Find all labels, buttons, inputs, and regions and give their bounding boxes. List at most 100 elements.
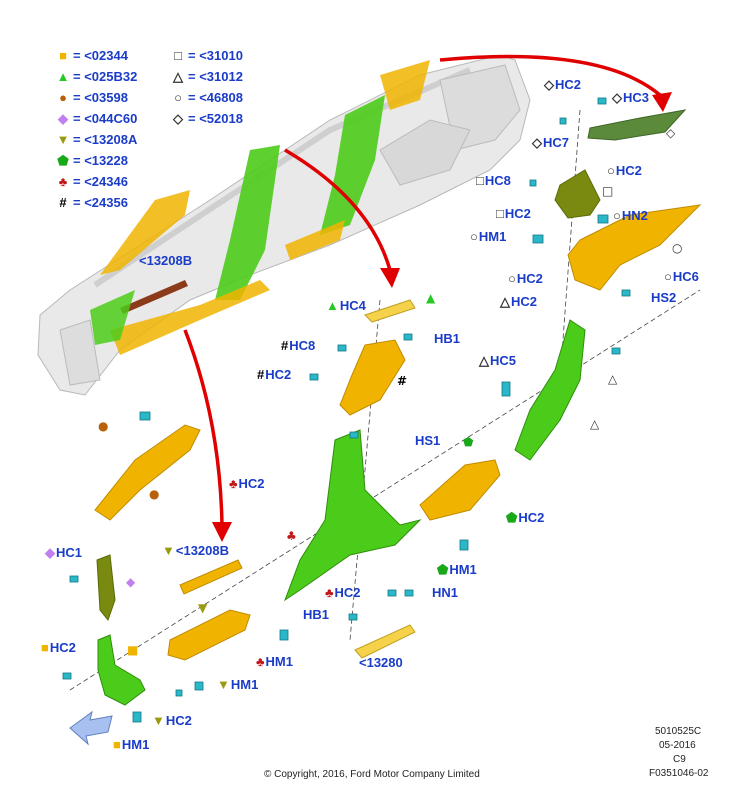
callout-text: HM1 [121, 737, 150, 752]
legend-eq: = [73, 90, 81, 105]
callout-text: HC1 [56, 545, 83, 560]
triangle-outline-icon: △ [479, 353, 489, 368]
svg-text:■: ■ [127, 643, 138, 657]
callout-hc6: ○HC6 [664, 269, 699, 284]
svg-text:□: □ [602, 184, 613, 198]
callout-text: <13208B [175, 543, 230, 558]
club-red-icon: ♣ [325, 585, 334, 600]
copyright-text: © Copyright, 2016, Ford Motor Company Li… [264, 769, 480, 780]
callout-text: HC6 [672, 269, 699, 284]
part-a-pillar-lower-olive [96, 554, 116, 622]
legend-row: ● = <03598 [56, 90, 128, 106]
legend-row: ▲= <025B32 [56, 69, 138, 85]
callout-text: HC2 [615, 163, 642, 178]
callout-hc2-circle-lower: ○HC2 [508, 271, 543, 286]
legend-right: □= <31010 △= <31012 ○= <46808 ◇= <52018 [171, 48, 281, 138]
callout-text: HN1 [432, 585, 459, 600]
legend-row: ○= <46808 [171, 90, 243, 106]
callout-hc3: ◇HC3 [612, 90, 649, 105]
red-arrowheads [212, 92, 672, 542]
diamond-purple-icon: ◆ [45, 545, 55, 560]
callout-text: HC2 [518, 510, 545, 525]
callout-hm1-club: ♣HM1 [256, 654, 293, 669]
circle-outline-icon: ○ [664, 269, 672, 284]
callout-hm1-pentagon: ⬟HM1 [437, 562, 477, 577]
hash-icon: # [281, 338, 289, 353]
club-red-icon: ♣ [229, 476, 238, 491]
callout-13208b-body: <13208B [138, 253, 192, 268]
doc-number: 5010525C [655, 726, 702, 737]
callout-text: HB1 [303, 607, 330, 622]
legend-code: <46808 [199, 90, 243, 105]
legend-row: □= <31010 [171, 48, 243, 64]
callout-hs2: HS2 [650, 290, 676, 305]
triangle-green-icon: ▲ [56, 69, 70, 84]
legend-row: ■= <02344 [56, 48, 128, 64]
part-c-pillar-green [514, 319, 586, 461]
direction-arrow [69, 710, 113, 746]
callout-hb1-lower: HB1 [302, 607, 329, 622]
legend-code: <03598 [84, 90, 128, 105]
square-outline-icon: □ [496, 206, 504, 221]
body-highlight-parts [90, 60, 430, 355]
part-b-pillar-upper-yellow [339, 339, 406, 416]
svg-text:●: ● [149, 487, 159, 501]
part-a-pillar-lower-green [97, 634, 146, 706]
legend-eq: = [73, 153, 81, 168]
doc-revision: C9 [673, 754, 686, 765]
legend-eq: = [188, 48, 196, 63]
circle-outline-icon: ○ [508, 271, 516, 286]
legend-code: <31012 [199, 69, 243, 84]
club-red-icon: ♣ [256, 654, 265, 669]
svg-text:▲: ▲ [426, 291, 436, 305]
legend-code: <24356 [84, 195, 128, 210]
callout-hc2-square: □HC2 [496, 206, 531, 221]
callout-13208b-triangle: ▼<13208B [162, 543, 229, 558]
callout-text: HM1 [449, 562, 477, 577]
callout-hc2-triangle: △HC2 [500, 294, 537, 309]
callout-text: HC2 [511, 294, 538, 309]
part-13208b-strip-yellow [179, 559, 243, 595]
part-rear-quarter-upper-dark-green [587, 109, 687, 141]
callout-text: HS2 [651, 290, 677, 305]
legend-row: ◇= <52018 [171, 111, 243, 127]
part-sill-trim-small-yellow [354, 624, 416, 659]
callout-hc2-pentagon: ⬟HC2 [506, 510, 544, 525]
callout-hb1-upper: HB1 [433, 331, 460, 346]
legend-eq: = [188, 69, 196, 84]
part-a-pillar-upper-yellow [94, 424, 201, 521]
callout-hc2-circle-upper: ○HC2 [607, 163, 642, 178]
legend-row: △= <31012 [171, 69, 243, 85]
callout-hn1: HN1 [431, 585, 458, 600]
legend-row: ◆= <044C60 [56, 111, 137, 127]
svg-text:♣: ♣ [286, 529, 297, 543]
callout-hs1: HS1 [414, 433, 440, 448]
doc-date: 05-2016 [659, 740, 696, 751]
svg-text:#: # [397, 374, 407, 388]
callout-hc2-square-yellow: ■HC2 [41, 640, 76, 655]
callout-text: HC3 [623, 90, 650, 105]
callout-text: HC2 [504, 206, 531, 221]
club-red-icon: ♣ [58, 174, 68, 189]
callout-text: HC2 [238, 476, 265, 491]
diamond-outline-icon: ◇ [544, 77, 554, 92]
figure-id: F0351046-02 [649, 768, 709, 779]
fasteners [62, 97, 631, 723]
callout-text: HC2 [555, 77, 582, 92]
hash-icon: # [257, 367, 265, 382]
callout-text: HS1 [415, 433, 441, 448]
svg-text:▼: ▼ [198, 601, 208, 615]
diamond-outline-icon: ◇ [173, 111, 183, 126]
callout-hc4: ▲HC4 [326, 298, 366, 313]
circle-brown-icon: ● [59, 90, 67, 105]
svg-text:●: ● [98, 419, 108, 433]
triangle-down-olive-icon: ▼ [152, 713, 165, 728]
svg-text:○: ○ [672, 241, 682, 255]
svg-text:△: △ [590, 417, 600, 431]
square-yellow-icon: ■ [59, 48, 67, 63]
callout-text: HC2 [49, 640, 76, 655]
legend-eq: = [188, 90, 196, 105]
legend-code: <044C60 [84, 111, 138, 126]
legend-eq: = [73, 174, 81, 189]
